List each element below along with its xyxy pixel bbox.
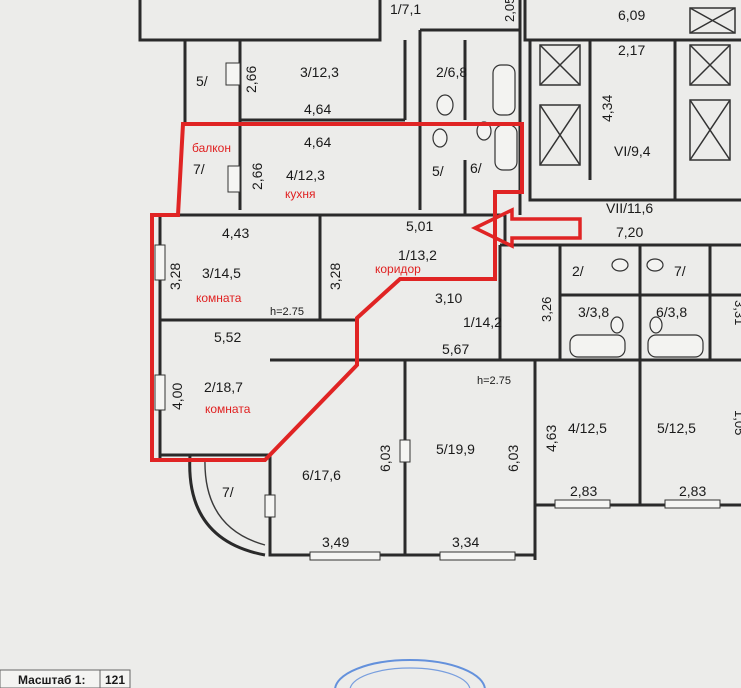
room-label: VI/9,4 xyxy=(614,143,651,159)
room-label: 1/14,2 xyxy=(463,314,502,330)
dimension-label: 2,66 xyxy=(249,163,265,190)
room-label: 1/7,1 xyxy=(390,1,421,17)
room-label: 4/12,5 xyxy=(568,420,607,436)
room-label: 2/6,8 xyxy=(436,64,467,80)
room-label: 4/12,3 xyxy=(286,167,325,183)
dimension-label: 4,34 xyxy=(599,95,615,122)
dimension-labels: 2,05 6,09 2,17 4,34 2,66 4,64 4,64 2,66 … xyxy=(167,0,741,550)
dimension-label: 2,17 xyxy=(618,42,645,58)
dimension-label: 4,64 xyxy=(304,101,331,117)
dimension-label: 3,28 xyxy=(327,263,343,290)
dimension-label: h=2.75 xyxy=(477,375,511,387)
corridor-annotation: коридор xyxy=(375,262,421,276)
room-label: 3/14,5 xyxy=(202,265,241,281)
room-label: 7/ xyxy=(674,263,686,279)
dimension-label: 2,66 xyxy=(243,66,259,93)
scale-label: Масштаб 1: xyxy=(18,673,85,687)
dimension-label: 4,00 xyxy=(169,383,185,410)
bathroom-fixtures xyxy=(432,64,704,358)
room-annotation: комната xyxy=(205,402,251,416)
room-label: 7/ xyxy=(193,161,205,177)
room-label: 5/ xyxy=(196,73,208,89)
room-label: 5/19,9 xyxy=(436,441,475,457)
dimension-label: 2,83 xyxy=(679,483,706,499)
dimension-label: 3,26 xyxy=(539,297,554,322)
room-label: 6/3,8 xyxy=(656,304,687,320)
window-marks xyxy=(154,62,721,561)
dimension-label: 6,09 xyxy=(618,7,645,23)
scale-value: 121 xyxy=(105,673,125,687)
room-label: 2/ xyxy=(572,263,584,279)
kitchen-annotation: кухня xyxy=(285,187,316,201)
dimension-label: 2,05 xyxy=(502,0,517,22)
room-label: 6/17,6 xyxy=(302,467,341,483)
apartment-outline xyxy=(150,122,524,462)
dimension-label: 2,83 xyxy=(570,483,597,499)
room-annotation: комната xyxy=(196,291,242,305)
dimension-label: 4,43 xyxy=(222,225,249,241)
scale-footer: Масштаб 1: 121 xyxy=(0,669,131,688)
dimension-label: 3,34 xyxy=(452,534,479,550)
dimension-label: 3,10 xyxy=(435,290,462,306)
annotations: балкон кухня коридор комната комната xyxy=(192,141,421,416)
room-label: 7/ xyxy=(222,484,234,500)
stamp-seal xyxy=(334,659,486,688)
room-labels: 1/7,1 3/12,3 2/6,8 5/ 4/12,3 5/ 6/ 7/ 3/… xyxy=(193,1,696,500)
room-label: 1/13,2 xyxy=(398,247,437,263)
dimension-label: 4,63 xyxy=(543,425,559,452)
dimension-label: 6,03 xyxy=(505,445,521,472)
dimension-label: 5,67 xyxy=(442,341,469,357)
room-label: 6/ xyxy=(470,160,482,176)
room-label: 2/18,7 xyxy=(204,379,243,395)
balcony-annotation: балкон xyxy=(192,141,231,155)
dimension-label: 3,31 xyxy=(732,300,741,325)
room-label: 5/12,5 xyxy=(657,420,696,436)
dimension-label: 5,52 xyxy=(214,329,241,345)
dimension-label: 3,28 xyxy=(167,263,183,290)
dimension-label: h=2.75 xyxy=(270,306,304,318)
elevator-shafts xyxy=(539,7,736,166)
dimension-label: 1,05 xyxy=(732,410,741,435)
room-label: 3/12,3 xyxy=(300,64,339,80)
dimension-label: 4,64 xyxy=(304,134,331,150)
dimension-label: 3,49 xyxy=(322,534,349,550)
room-label: 5/ xyxy=(432,163,444,179)
dimension-label: 6,03 xyxy=(377,445,393,472)
dimension-label: 7,20 xyxy=(616,224,643,240)
arrow-icon xyxy=(470,207,582,249)
room-label: VII/11,6 xyxy=(606,200,653,216)
dimension-label: 5,01 xyxy=(406,218,433,234)
highlighted-apartment xyxy=(150,122,582,462)
room-label: 3/3,8 xyxy=(578,304,609,320)
